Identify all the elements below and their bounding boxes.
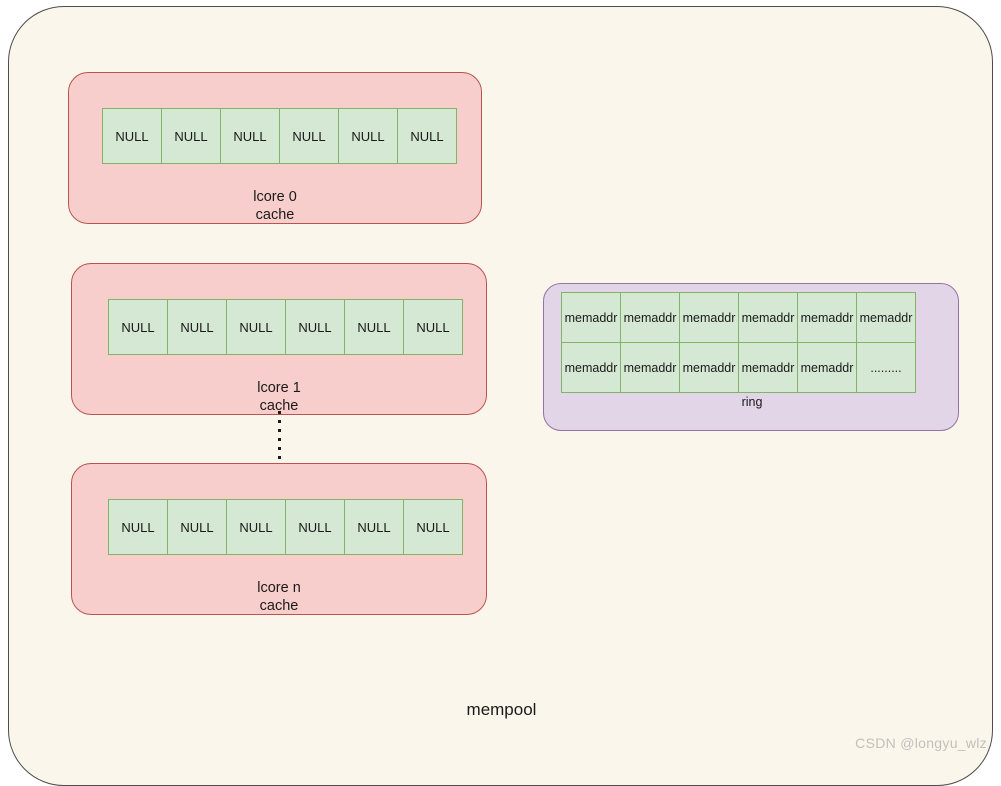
cache-slot: NULL — [344, 299, 404, 355]
cache-slot: NULL — [279, 108, 339, 164]
lcore-0-cell-strip: NULL NULL NULL NULL NULL NULL — [102, 108, 457, 164]
ring-slot: memaddr — [797, 292, 857, 343]
lcore-0-label-line1: lcore 0 — [253, 189, 297, 205]
ring-grid: memaddr memaddr memaddr memaddr memaddr … — [561, 292, 916, 393]
ring-slot: memaddr — [856, 292, 916, 343]
lcore-0-cache-box: NULL NULL NULL NULL NULL NULL lcore 0 ca… — [68, 72, 482, 224]
cache-slot: NULL — [226, 299, 286, 355]
ring-slot: memaddr — [620, 342, 680, 393]
ring-slot: memaddr — [679, 342, 739, 393]
lcore-1-cache-box: NULL NULL NULL NULL NULL NULL lcore 1 ca… — [71, 263, 487, 415]
lcore-ellipsis-connector — [278, 411, 281, 465]
watermark: CSDN @longyu_wlz — [855, 735, 987, 751]
cache-slot: NULL — [167, 499, 227, 555]
ring-slot: memaddr — [738, 292, 798, 343]
cache-slot: NULL — [285, 299, 345, 355]
lcore-0-label-line2: cache — [255, 207, 295, 223]
cache-slot: NULL — [397, 108, 457, 164]
ring-slot: memaddr — [679, 292, 739, 343]
ring-row: memaddr memaddr memaddr memaddr memaddr … — [561, 342, 916, 393]
ring-row: memaddr memaddr memaddr memaddr memaddr … — [561, 292, 916, 343]
lcore-n-cell-strip: NULL NULL NULL NULL NULL NULL — [108, 499, 463, 555]
ring-slot: memaddr — [797, 342, 857, 393]
cache-slot: NULL — [108, 299, 168, 355]
cache-slot: NULL — [403, 499, 463, 555]
mempool-container: NULL NULL NULL NULL NULL NULL lcore 0 ca… — [8, 6, 993, 786]
mempool-label: mempool — [466, 700, 537, 719]
cache-slot: NULL — [220, 108, 280, 164]
cache-slot: NULL — [102, 108, 162, 164]
lcore-n-label-line1: lcore n — [257, 580, 301, 596]
ring-box: memaddr memaddr memaddr memaddr memaddr … — [543, 283, 959, 431]
ring-slot: memaddr — [738, 342, 798, 393]
cache-slot: NULL — [226, 499, 286, 555]
lcore-1-cell-strip: NULL NULL NULL NULL NULL NULL — [108, 299, 463, 355]
cache-slot: NULL — [338, 108, 398, 164]
ring-slot: memaddr — [620, 292, 680, 343]
cache-slot: NULL — [344, 499, 404, 555]
lcore-1-label-line2: cache — [259, 398, 299, 414]
cache-slot: NULL — [403, 299, 463, 355]
ring-label: ring — [741, 395, 763, 409]
cache-slot: NULL — [161, 108, 221, 164]
lcore-n-label-line2: cache — [259, 598, 299, 614]
cache-slot: NULL — [167, 299, 227, 355]
ring-slot: memaddr — [561, 292, 621, 343]
lcore-n-cache-box: NULL NULL NULL NULL NULL NULL lcore n ca… — [71, 463, 487, 615]
cache-slot: NULL — [285, 499, 345, 555]
ring-slot-ellipsis: ......... — [856, 342, 916, 393]
lcore-1-label-line1: lcore 1 — [257, 380, 301, 396]
cache-slot: NULL — [108, 499, 168, 555]
ring-slot: memaddr — [561, 342, 621, 393]
